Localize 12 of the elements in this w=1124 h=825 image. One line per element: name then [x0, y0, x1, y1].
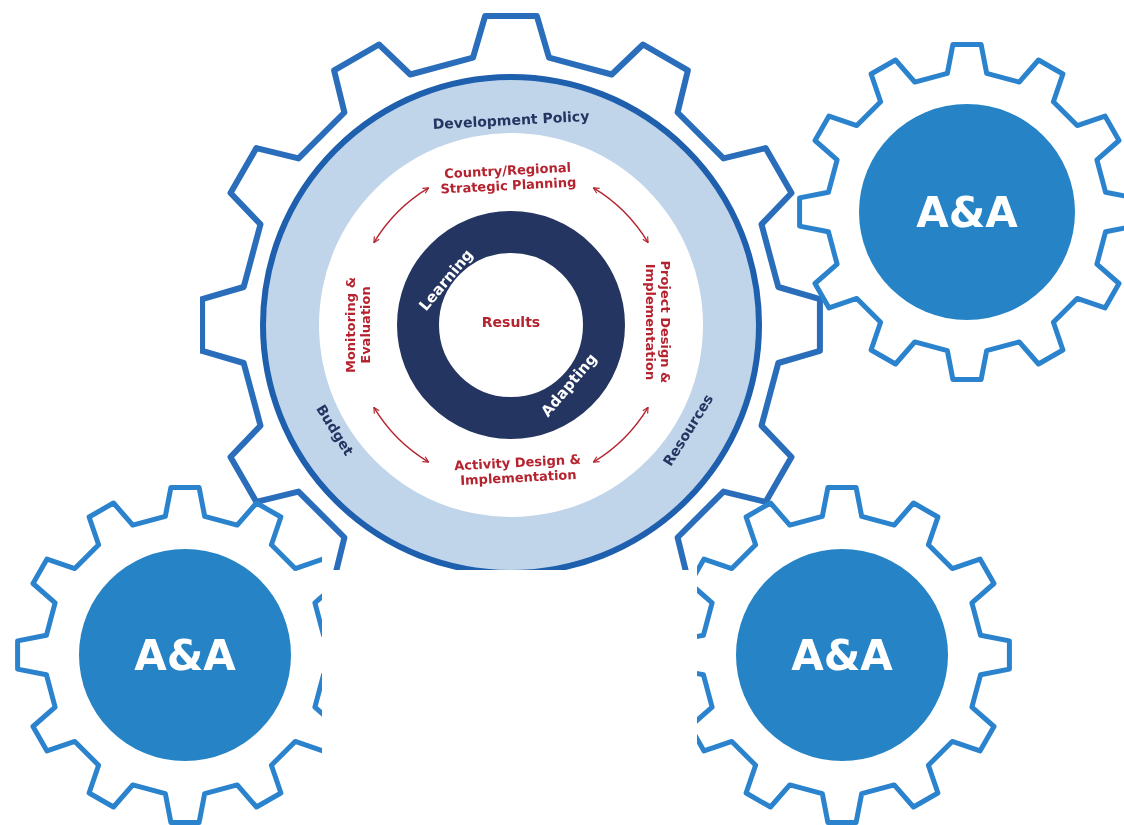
band-label: Development Policy: [432, 107, 590, 133]
arrow: [592, 187, 649, 244]
stage-label: Country/Regional Strategic Planning: [422, 158, 594, 198]
gear: [13, 483, 322, 825]
stage-label: Monitoring & Evaluation: [343, 250, 373, 400]
center-label: Results: [481, 314, 541, 330]
arrow: [373, 406, 430, 463]
ring: [397, 211, 625, 439]
stage-label: Project Design & Implementation: [643, 237, 673, 407]
arrow: [373, 187, 430, 244]
arrow: [592, 406, 649, 463]
stage-label: Activity Design & Implementation: [432, 450, 604, 490]
